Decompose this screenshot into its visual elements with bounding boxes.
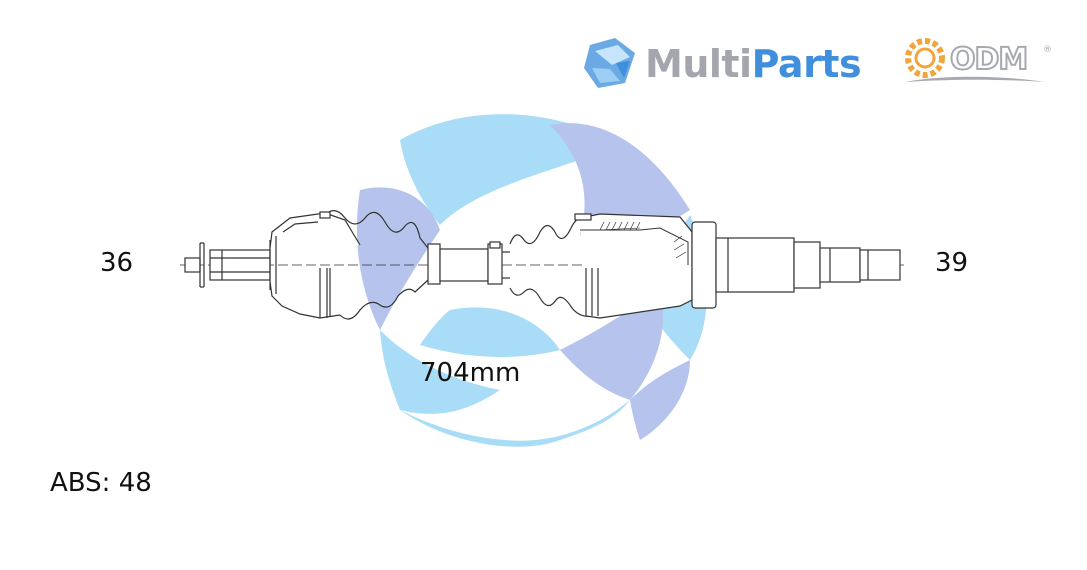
odm-gear-icon [905,38,1045,82]
brand-name: MultiParts [645,42,862,86]
odm-registered-mark: ® [1043,45,1052,55]
odm-logo-text: ODM [949,41,1029,78]
shaft-length: 704mm [420,358,521,388]
multiparts-logo-icon [584,38,635,88]
left-spline-count: 36 [100,248,134,278]
abs-teeth-count: ABS: 48 [50,468,152,498]
right-spline-count: 39 [935,248,969,278]
brand-name-part1: Multi [645,42,752,86]
brand-name-part2: Parts [751,42,862,86]
